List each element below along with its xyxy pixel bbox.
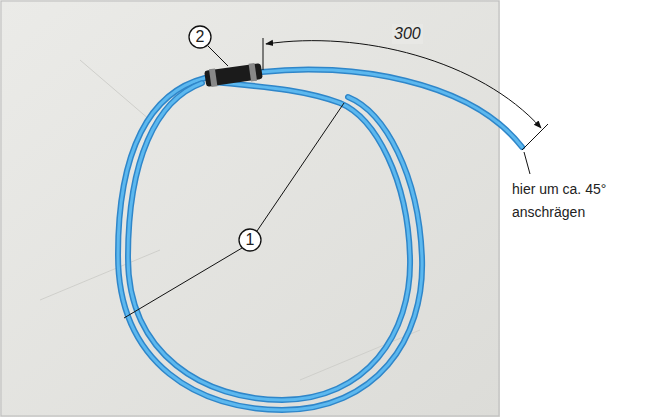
callout-number: 1	[238, 228, 262, 252]
callout-number: 2	[188, 25, 212, 49]
note: hier um ca. 45° anschrägen	[510, 178, 634, 224]
dimension: 300	[392, 24, 423, 44]
